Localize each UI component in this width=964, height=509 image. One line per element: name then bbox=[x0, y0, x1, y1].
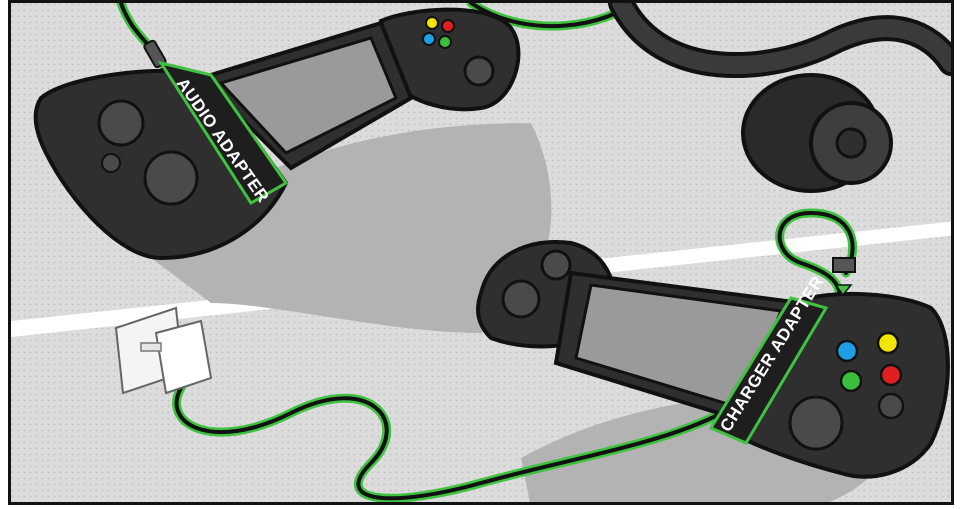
illustration-frame: AUDIO ADAPTER bbox=[8, 0, 954, 505]
blue-button-icon bbox=[423, 33, 435, 45]
red-button-2-icon bbox=[881, 365, 901, 385]
blue-button-2-icon bbox=[837, 341, 857, 361]
yellow-button-2-icon bbox=[878, 333, 898, 353]
yellow-button-icon bbox=[426, 17, 438, 29]
green-button-icon bbox=[439, 36, 451, 48]
red-button-icon bbox=[442, 20, 454, 32]
green-button-2-icon bbox=[841, 371, 861, 391]
illustration-canvas: AUDIO ADAPTER bbox=[11, 3, 954, 505]
